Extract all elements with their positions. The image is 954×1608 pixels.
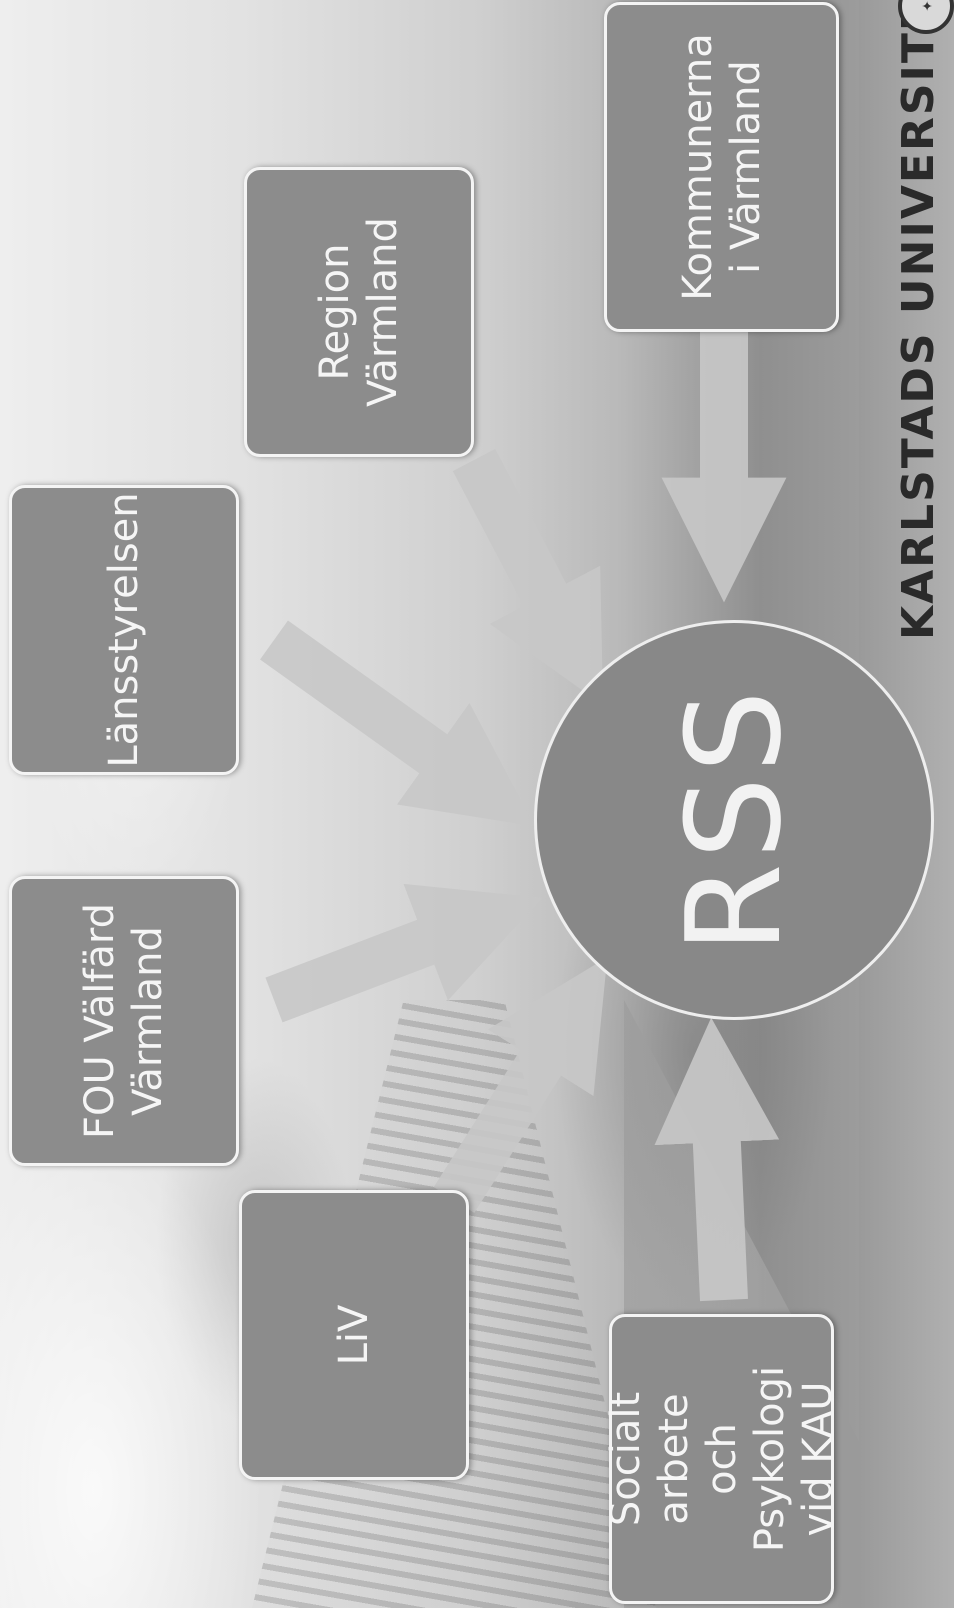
node-fou: FOU Välfärd Värmland xyxy=(9,876,239,1166)
arrow-from-region xyxy=(452,448,604,706)
node-kommunerna: Kommunerna i Värmland xyxy=(604,2,839,332)
node-lansstyrelsen: Länsstyrelsen xyxy=(9,485,239,775)
arrow-from-socialt xyxy=(654,1017,780,1302)
center-node: RSS xyxy=(534,620,934,1020)
node-region: Region Värmland xyxy=(244,167,474,457)
arrow-from-fou xyxy=(265,883,543,1023)
node-socialt: Socialt arbete och Psykologi vid KAU xyxy=(603,1314,841,1604)
arrow-from-lansstyrelsen xyxy=(260,620,535,827)
center-label: RSS xyxy=(658,686,810,954)
arrow-from-liv xyxy=(433,957,608,1213)
node-liv: LiV xyxy=(239,1190,469,1480)
